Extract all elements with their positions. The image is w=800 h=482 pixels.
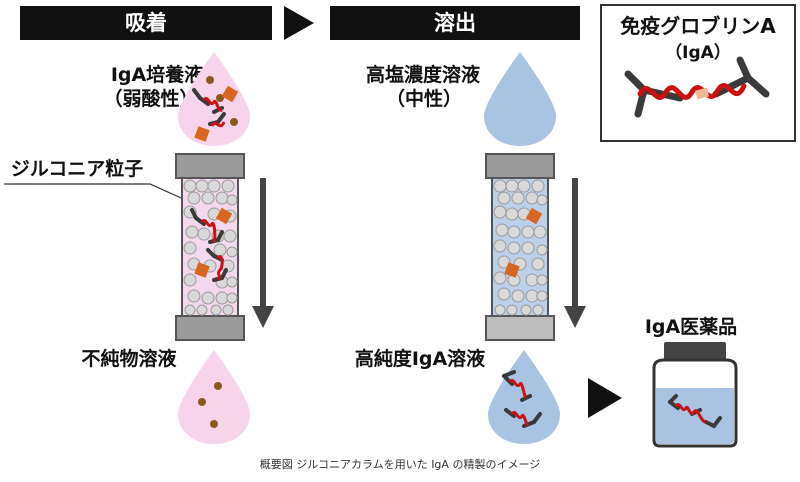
particle-leader-line [4, 183, 191, 203]
product-arrow-icon [588, 378, 622, 418]
impurity-drop [178, 350, 250, 444]
impurity-solution-label: 不純物溶液 [81, 348, 177, 370]
legend-subtitle: （IgA） [665, 43, 731, 63]
culture-label: IgA培養液 [110, 64, 204, 86]
zirconia-particle-label: ジルコニア粒子 [10, 158, 144, 180]
stage-arrow-icon [284, 6, 314, 40]
pure-iga-drop [488, 350, 560, 444]
culture-ph-label: （弱酸性） [103, 88, 199, 110]
iga-molecule-icon [624, 56, 770, 118]
elution-flow-arrow [564, 178, 586, 328]
figure-caption: 概要図 ジルコニアカラムを用いた IgA の精製のイメージ [259, 458, 541, 471]
elution-column [485, 153, 555, 341]
salt-solution-label: 高塩濃度溶液 [365, 64, 480, 86]
stage-banner-adsorption: 吸着 [20, 6, 272, 40]
adsorption-flow-arrow [252, 178, 274, 328]
pure-iga-label: 高純度IgA溶液 [354, 348, 486, 370]
salt-ph-label: （中性） [385, 88, 462, 110]
stage-banner-elution: 溶出 [330, 6, 580, 40]
iga-drug-label: IgA医薬品 [644, 316, 738, 338]
adsorption-column [175, 153, 245, 341]
salt-drop [484, 52, 556, 146]
legend-box [600, 4, 796, 142]
legend-title: 免疫グロブリンA [620, 14, 776, 38]
culture-drop [178, 52, 250, 146]
iga-drug-bottle [652, 342, 738, 448]
